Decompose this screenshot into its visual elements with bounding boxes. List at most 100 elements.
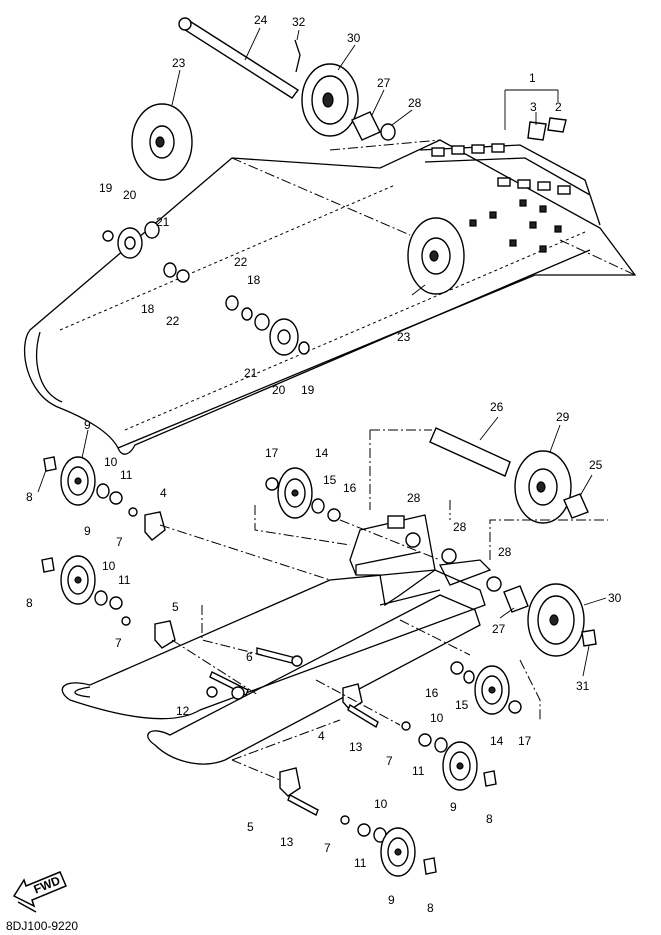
callout-28-upper: 28 (408, 96, 422, 110)
washer-28-b (441, 548, 457, 564)
callout-18-left: 18 (141, 302, 155, 316)
callout-27-lower: 27 (492, 622, 506, 636)
bogie-wheel-9-right-lower (380, 827, 416, 877)
collar-10-left-lower (94, 590, 108, 606)
washer-7-left-lower (121, 616, 131, 626)
callout-25: 25 (589, 458, 603, 472)
rear-axle-shaft (178, 17, 300, 99)
idler-wheel-30-upper (301, 63, 359, 137)
wheel-hardware-left (102, 221, 190, 283)
callout-16-upper: 16 (343, 481, 357, 495)
collar-10-right-upper (434, 737, 448, 753)
callout-30-upper: 30 (347, 31, 361, 45)
collar-15-lower (463, 670, 475, 684)
callout-30-lower: 30 (608, 591, 622, 605)
bracket-4-right (342, 683, 363, 711)
washer-28-c (486, 576, 502, 592)
bolt-8-left-lower (41, 557, 55, 573)
wheel-hardware-middle (225, 295, 310, 356)
callout-18-middle: 18 (247, 273, 261, 287)
washer-28-upper (380, 123, 396, 141)
callout-16-lower: 16 (425, 686, 439, 700)
clip-11-right-lower (357, 823, 371, 837)
idler-wheel-30-lower (527, 583, 585, 657)
collar-25 (563, 493, 589, 519)
callout-11-right-upper: 11 (412, 764, 425, 778)
clip-16-lower (450, 661, 464, 675)
callout-20-middle: 20 (272, 383, 286, 397)
washer-28-a (405, 532, 421, 548)
callout-4-left: 4 (160, 486, 167, 500)
nut-12-c (206, 686, 218, 698)
bolt-31 (581, 629, 597, 647)
fwd-arrow-icon: FWD (12, 871, 67, 913)
clip-11-right-upper (418, 733, 432, 747)
callout-22-left: 22 (166, 314, 180, 328)
idler-wheel-23-upper (131, 103, 193, 181)
bracket-5-right (279, 767, 301, 797)
callout-20-left: 20 (123, 188, 137, 202)
callout-26: 26 (490, 400, 504, 414)
callout-14-lower: 14 (490, 734, 504, 748)
washer-7-right-lower (340, 815, 350, 825)
callout-11-left-lower: 11 (118, 573, 131, 587)
callout-32: 32 (292, 15, 306, 29)
callout-9-right-lower: 9 (388, 893, 395, 907)
callout-9-right-upper: 9 (450, 800, 457, 814)
pivot-bolt-6 (256, 647, 297, 665)
callout-1: 1 (529, 71, 536, 85)
callout-19-middle: 19 (301, 383, 315, 397)
bolt-13-upper (347, 703, 379, 729)
collar-27-upper (351, 111, 381, 141)
callout-23-lower: 23 (397, 330, 411, 344)
callout-21-left: 21 (156, 215, 170, 229)
callout-21-middle: 21 (244, 366, 258, 380)
callout-10-right-upper: 10 (430, 711, 444, 725)
callout-10-right-lower: 10 (374, 797, 388, 811)
bogie-wheel-9-left-upper (60, 456, 96, 506)
clip-11-left-lower (109, 596, 123, 610)
bolt-13-lower (287, 794, 319, 816)
callout-14-upper: 14 (315, 446, 329, 460)
nut-12-b (231, 686, 245, 700)
callout-28-c: 28 (498, 545, 512, 559)
callout-15-lower: 15 (455, 698, 469, 712)
clip-17-upper (265, 477, 279, 491)
callout-24: 24 (254, 13, 268, 27)
callout-7-left-upper: 7 (116, 535, 123, 549)
callout-29: 29 (556, 410, 570, 424)
collar-15-upper (311, 498, 325, 514)
bolt-8-right-upper (483, 770, 497, 787)
callout-13-lower: 13 (280, 835, 294, 849)
callout-17-lower: 17 (518, 734, 532, 748)
bogie-wheel-9-right-upper (442, 741, 478, 791)
clip-16-upper (327, 508, 341, 522)
callout-labels: 1 2 3 24 32 30 23 27 28 19 20 21 18 22 2… (26, 13, 622, 915)
collar-10-left-upper (96, 483, 110, 499)
shaft-26 (429, 427, 511, 477)
callout-28-b: 28 (453, 520, 467, 534)
idler-wheel-23-lower (407, 217, 465, 295)
callout-31: 31 (576, 679, 590, 693)
callout-28-a: 28 (407, 491, 421, 505)
clip-17-lower (508, 700, 522, 714)
callout-2: 2 (555, 100, 562, 114)
idler-wheel-29 (514, 450, 572, 524)
callout-5-right: 5 (247, 820, 254, 834)
callout-8-right-upper: 8 (486, 812, 493, 826)
callout-22-middle: 22 (234, 255, 248, 269)
assembly-guide-lines (159, 139, 636, 781)
callout-4-right: 4 (318, 729, 325, 743)
callout-7-right-lower: 7 (324, 841, 331, 855)
callout-9-left-lower: 9 (84, 524, 91, 538)
callout-19-left: 19 (99, 181, 113, 195)
washer-7-right-upper (401, 721, 411, 731)
callout-12: 12 (176, 704, 190, 718)
diagram-code: 8DJ100-9220 (6, 919, 78, 933)
callout-8-left-lower: 8 (26, 596, 33, 610)
wheel-14-lower (474, 665, 510, 715)
callout-leaders (37, 27, 607, 677)
callout-7-left-lower: 7 (115, 636, 122, 650)
track-belt (23, 139, 637, 455)
callout-5-left: 5 (172, 600, 179, 614)
